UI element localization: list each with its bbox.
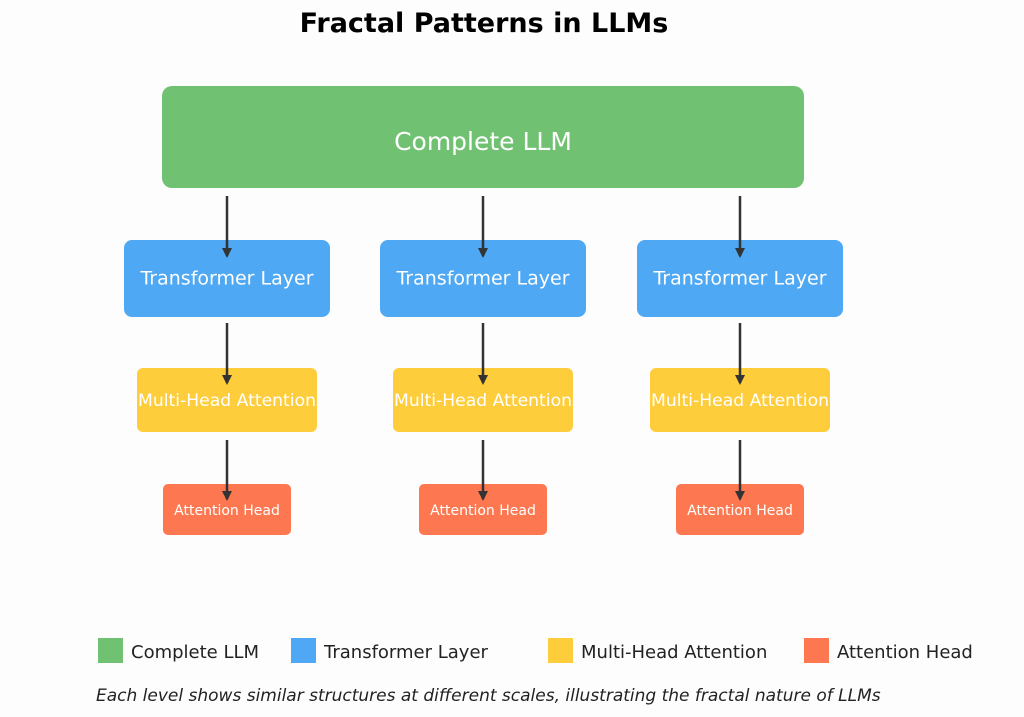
- node-transformer-layer-box: [380, 240, 586, 317]
- node-attention-head-box: [676, 484, 804, 535]
- legend-swatch: [291, 638, 316, 663]
- node-transformer-layer-label: Transformer Layer: [139, 268, 313, 290]
- node-attention-head-label: Attention Head: [174, 503, 280, 519]
- legend-swatch: [804, 638, 829, 663]
- node-transformer-layer-box: [637, 240, 843, 317]
- node-transformer-layer-box: [124, 240, 330, 317]
- legend-item: Attention Head: [804, 638, 973, 663]
- node-attention-head-label: Attention Head: [687, 503, 793, 519]
- node-attention-head-label: Attention Head: [430, 503, 536, 519]
- node-multi-head-attention-box: [137, 368, 317, 432]
- diagram-title: Fractal Patterns in LLMs: [300, 8, 669, 39]
- node-transformer-layer-label: Transformer Layer: [652, 268, 826, 290]
- node-complete-llm-box: [162, 86, 804, 188]
- node-transformer-layer-label: Transformer Layer: [395, 268, 569, 290]
- node-multi-head-attention-label: Multi-Head Attention: [138, 391, 316, 411]
- diagram-caption: Each level shows similar structures at d…: [96, 686, 881, 706]
- node-multi-head-attention-box: [393, 368, 573, 432]
- legend-label: Complete LLM: [131, 642, 259, 663]
- node-multi-head-attention-label: Multi-Head Attention: [394, 391, 572, 411]
- legend-label: Transformer Layer: [323, 642, 489, 663]
- legend-swatch: [98, 638, 123, 663]
- node-multi-head-attention-label: Multi-Head Attention: [651, 391, 829, 411]
- node-complete-llm: Complete LLM: [162, 86, 804, 188]
- node-complete-llm-label: Complete LLM: [394, 127, 572, 156]
- node-attention-head-box: [419, 484, 547, 535]
- legend-label: Attention Head: [837, 642, 973, 663]
- legend-swatch: [548, 638, 573, 663]
- legend-label: Multi-Head Attention: [581, 642, 767, 663]
- legend-item: Complete LLM: [98, 638, 259, 663]
- node-attention-head-box: [163, 484, 291, 535]
- legend-item: Transformer Layer: [291, 638, 489, 663]
- node-multi-head-attention-box: [650, 368, 830, 432]
- legend-item: Multi-Head Attention: [548, 638, 767, 663]
- legend: Complete LLM Transformer Layer Multi-Head …: [98, 638, 973, 663]
